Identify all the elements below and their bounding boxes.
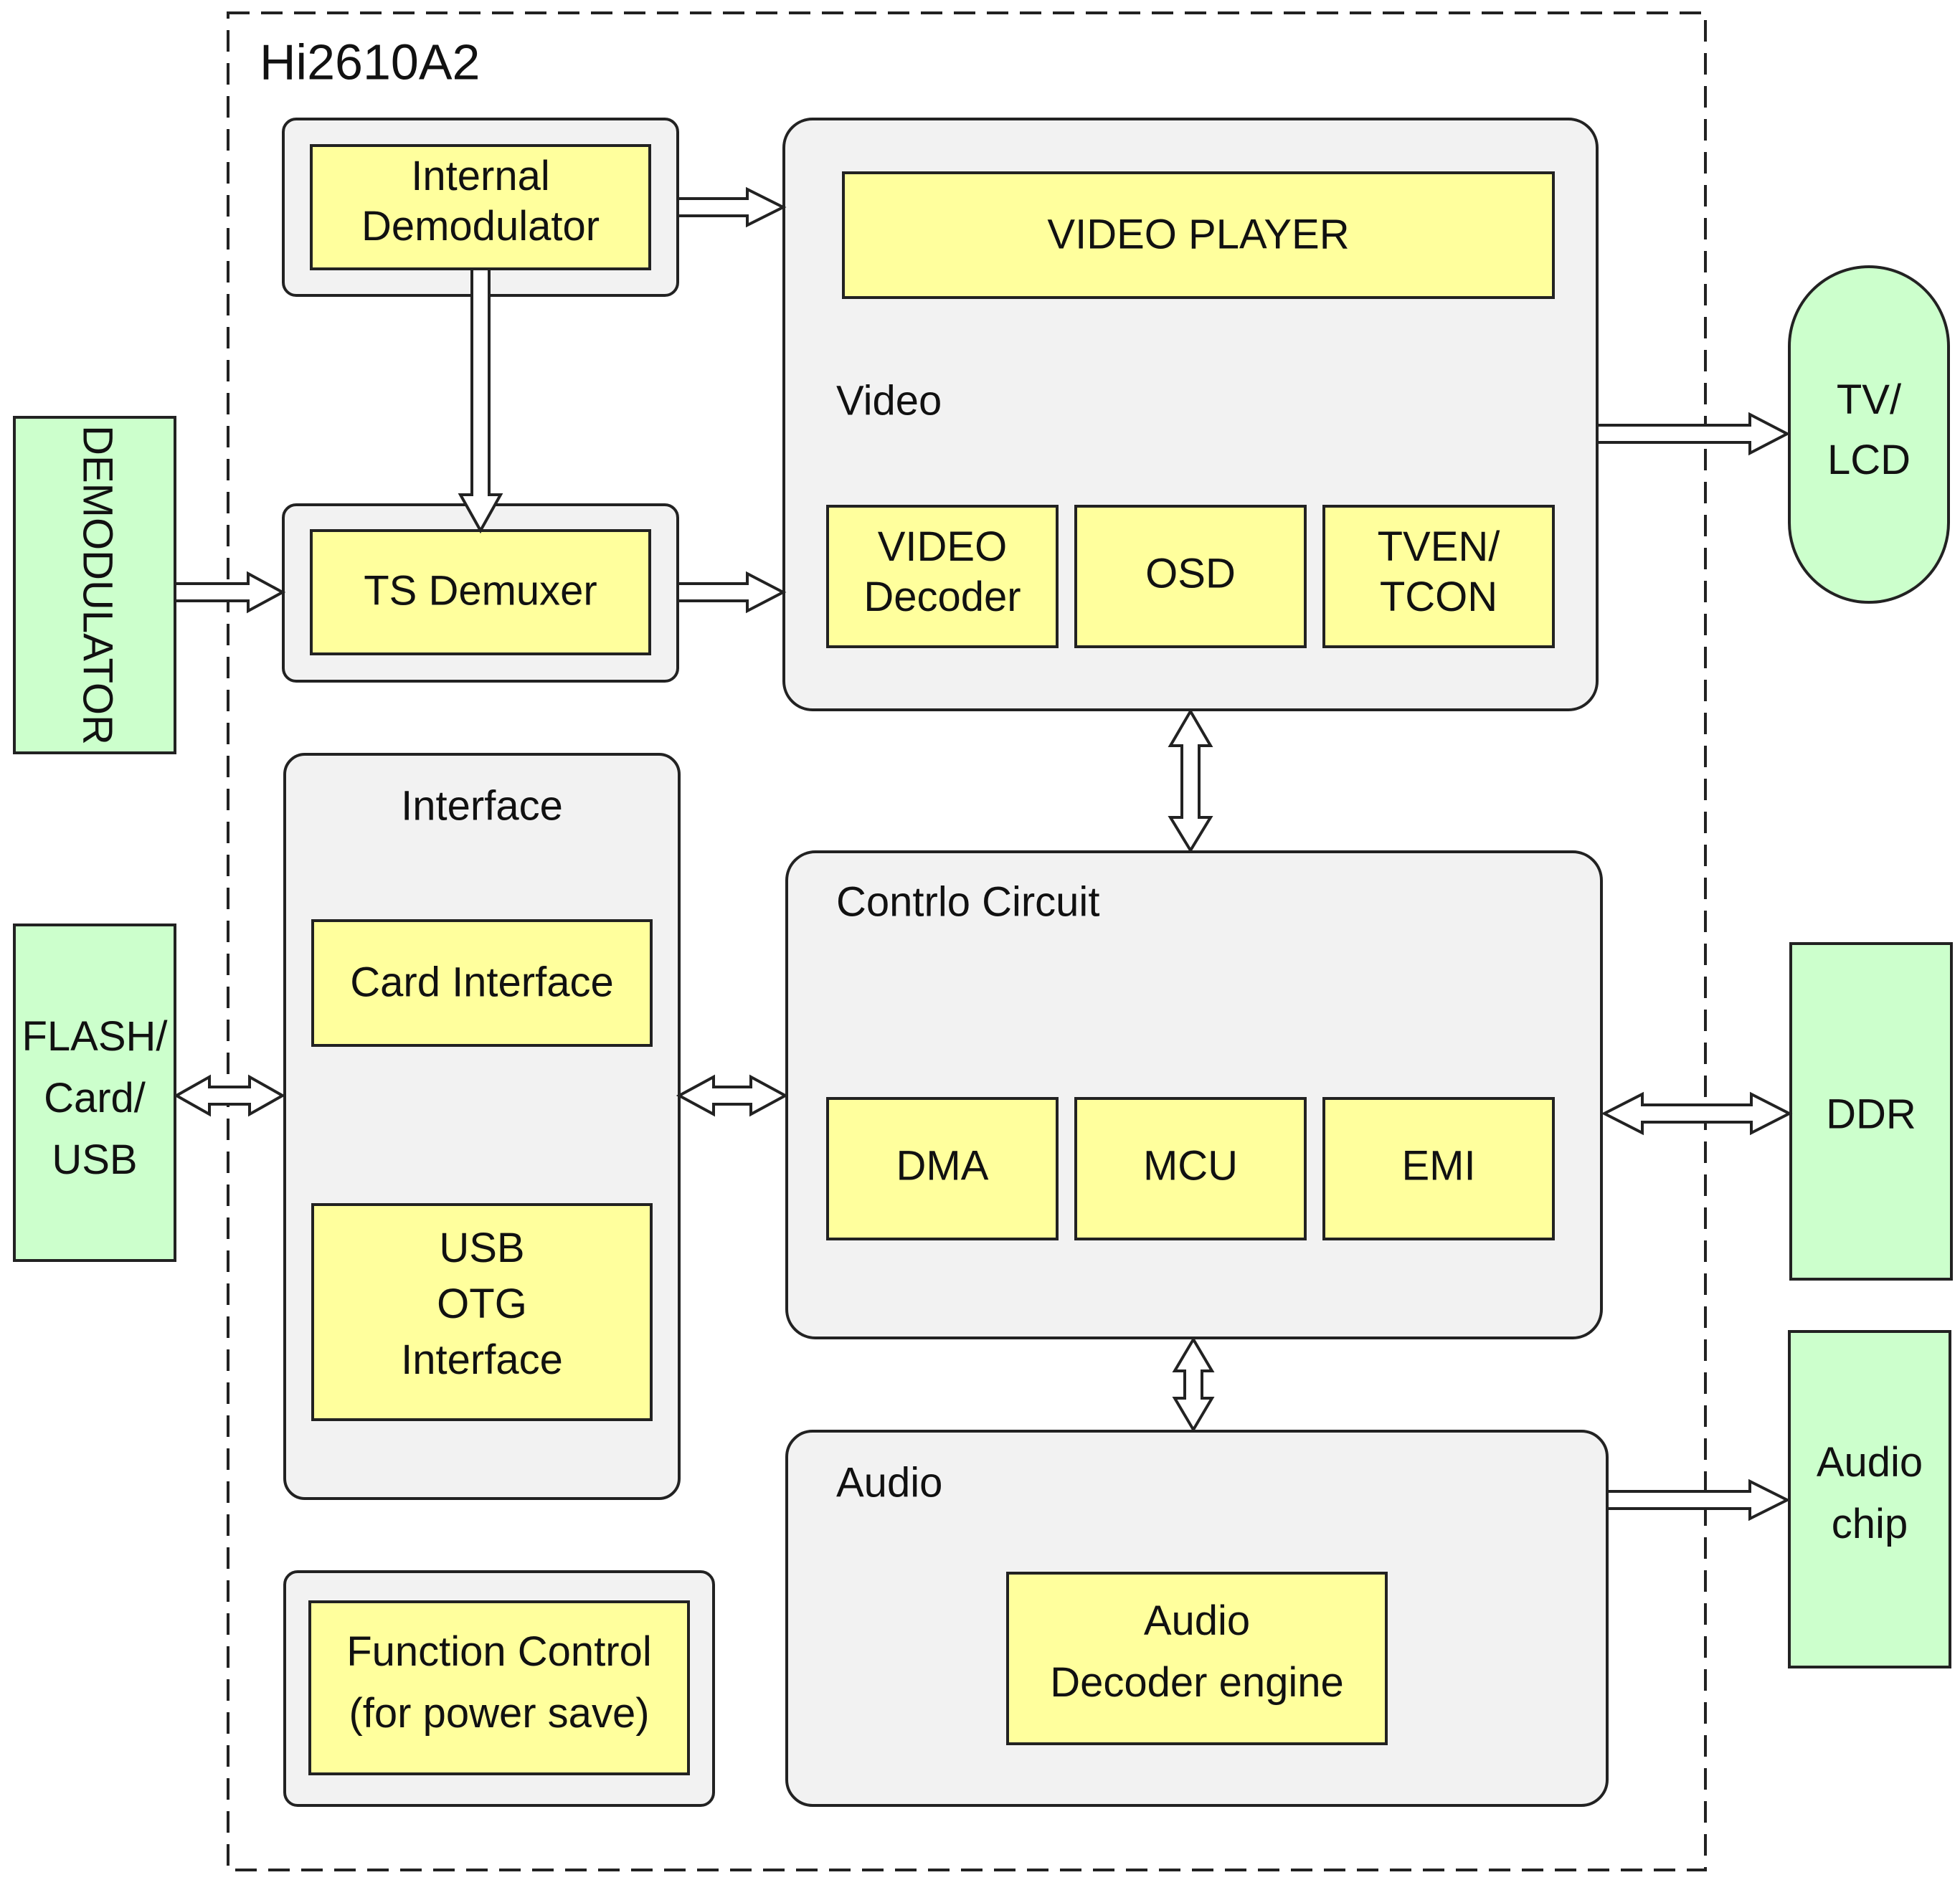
mcu-label: MCU [1143,1142,1238,1189]
video-decoder-block [826,505,1059,648]
control-circuit-group: Contrlo Circuit DMA MCU EMI [785,850,1603,1339]
card-interface-block [311,919,653,1047]
flash-line-3: USB [52,1136,137,1183]
arrow-demuxer-to-video [676,571,787,614]
interface-group: Interface Card Interface USB OTG Interface [283,753,681,1500]
arrow-control-ddr [1601,1091,1793,1136]
video-group-label: Video [836,377,942,424]
function-control-label: Function Control (for power save) [346,1628,652,1737]
audio-chip-label: Audio chip [1817,1439,1923,1547]
audio-chip-line-1: Audio [1817,1439,1923,1486]
tv-lcd-label: TV/LCD [1827,376,1911,483]
emi-block [1322,1097,1555,1240]
audio-chip-block: Audio chip [1788,1330,1951,1668]
osd-block [1074,505,1307,648]
tven-tcon-line-2: TCON [1380,574,1497,620]
tven-tcon-label: TVEN/TCON [1378,523,1501,620]
demodulator-block: DEMODULATOR [13,416,176,754]
arrow-audio-to-chip [1606,1478,1791,1521]
usb-otg-label: USB OTG Interface [401,1225,563,1383]
interface-group-label: Interface [401,782,563,829]
flash-card-usb-block: FLASH/Card/USB [13,924,176,1262]
osd-label: OSD [1145,550,1236,597]
internal-demodulator-line-2: Demodulator [361,203,600,250]
dma-block [826,1097,1059,1240]
arrow-video-to-tv [1596,412,1791,456]
video-decoder-line-1: VIDEO [878,523,1008,570]
video-player-label: VIDEO PLAYER [1047,211,1349,257]
arrow-flash-interface [173,1074,286,1117]
function-control-line-1: Function Control [346,1628,652,1675]
flash-line-2: Card/ [44,1075,146,1121]
emi-label: EMI [1401,1142,1475,1189]
usb-otg-line-2: OTG [437,1281,527,1327]
tv-lcd-line-1: TV/ [1837,376,1902,423]
dma-label: DMA [896,1142,989,1189]
arrow-external-demod-to-demuxer [174,571,286,614]
chip-boundary [227,11,1707,1871]
flash-label: FLASH/Card/USB [22,1013,168,1183]
video-decoder-line-2: Decoder [863,574,1021,620]
flash-line-1: FLASH/ [22,1013,168,1060]
function-control-group: Function Control (for power save) [283,1570,715,1807]
ts-demuxer-label: TS Demuxer [364,567,597,614]
audio-decoder-block [1006,1572,1388,1745]
audio-decoder-line-1: Audio [1144,1597,1250,1644]
usb-otg-line-3: Interface [401,1337,563,1383]
tv-lcd-line-2: LCD [1827,437,1911,483]
function-control-line-2: (for power save) [349,1690,649,1737]
arrows [173,186,1793,1521]
mcu-block [1074,1097,1307,1240]
tven-tcon-block [1322,505,1555,648]
demodulator-label: DEMODULATOR [75,425,121,745]
arrow-video-control [1168,708,1213,853]
video-player-block [842,171,1555,299]
tv-lcd-block: TV/LCD [1788,265,1950,604]
tven-tcon-line-1: TVEN/ [1378,523,1501,570]
arrow-control-audio [1172,1337,1215,1433]
ddr-block: DDR [1789,942,1953,1281]
chip-title: Hi2610A2 [260,34,480,90]
audio-chip-line-2: chip [1832,1501,1908,1547]
usb-otg-line-1: USB [439,1225,524,1271]
internal-demodulator-line-1: Internal [411,153,549,199]
control-circuit-label: Contrlo Circuit [836,878,1099,925]
ddr-label: DDR [1826,1091,1916,1137]
arrow-demod-to-demuxer [458,267,503,534]
usb-otg-block [311,1203,653,1421]
arrow-demod-to-video [676,186,787,228]
audio-group-label: Audio [836,1459,942,1506]
audio-decoder-line-2: Decoder engine [1050,1659,1344,1706]
arrow-interface-control [676,1074,789,1117]
card-interface-label: Card Interface [350,959,614,1005]
